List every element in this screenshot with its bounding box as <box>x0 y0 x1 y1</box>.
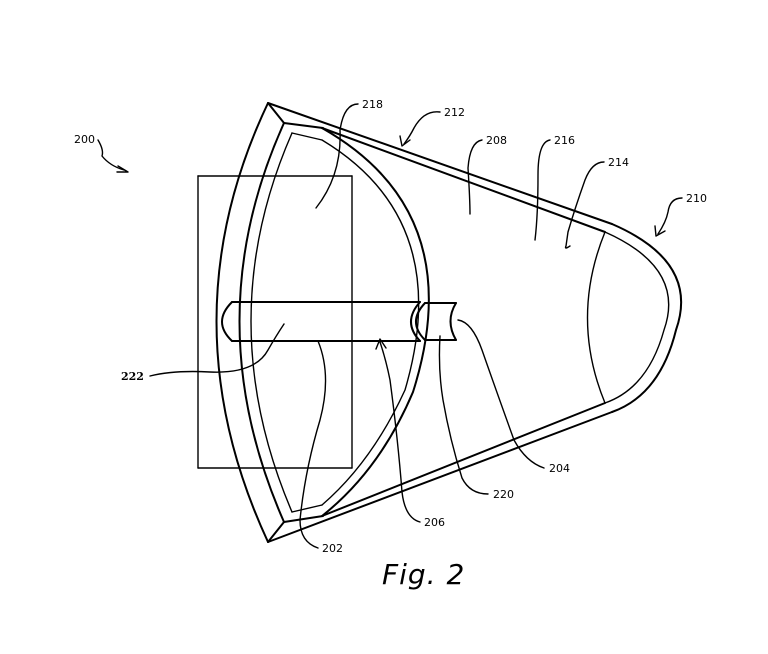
label-214: 214 <box>608 156 629 169</box>
outer-rim <box>215 102 285 543</box>
label-212: 212 <box>444 106 465 119</box>
rod-tube <box>221 301 457 342</box>
label-208: 208 <box>486 134 507 147</box>
inner-panel <box>250 122 324 523</box>
curved-lens <box>321 127 430 517</box>
label-218: 218 <box>362 98 383 111</box>
label-200: 200 <box>74 133 95 146</box>
label-216: 216 <box>554 134 575 147</box>
label-202: 202 <box>322 542 343 555</box>
cone-body <box>267 102 613 543</box>
label-206: 206 <box>424 516 445 529</box>
label-220: 220 <box>493 488 514 501</box>
label-210: 210 <box>686 192 707 205</box>
nose-end <box>586 223 683 413</box>
reference-labels: 200 212 218 208 216 214 210 222 204 220 … <box>74 98 707 555</box>
label-222: 222 <box>121 370 144 383</box>
label-204: 204 <box>549 462 570 475</box>
figure-caption: Fig. 2 <box>382 558 465 591</box>
leader-lines <box>97 103 683 549</box>
